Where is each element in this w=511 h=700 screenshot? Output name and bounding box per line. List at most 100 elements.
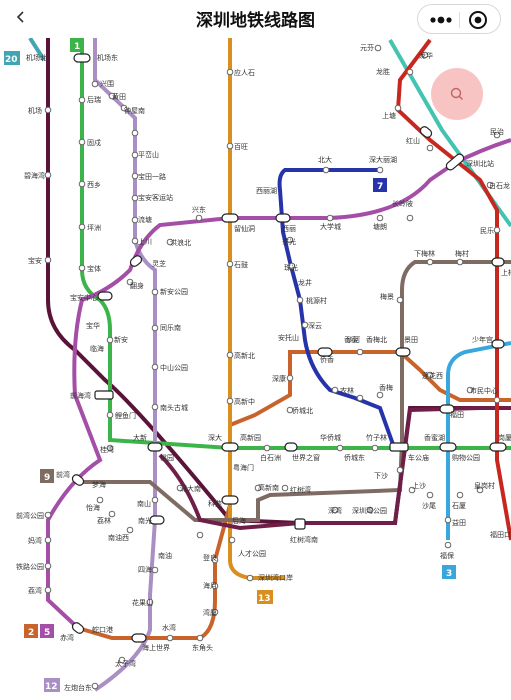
line-badge-label: 1 [74, 42, 80, 52]
top-bar: 深圳地铁线路图 [0, 0, 511, 38]
station-label: 深云 [308, 321, 322, 330]
station-label: 长岭陂 [392, 199, 413, 208]
station-label: 上川 [138, 237, 152, 246]
page-title: 深圳地铁线路图 [196, 11, 315, 31]
mini-program-capsule [417, 4, 501, 34]
line-11 [158, 406, 511, 531]
station-label: 香梅 [379, 383, 393, 392]
station-label: 机场北 [26, 53, 47, 62]
station-label: 红树湾 [290, 485, 311, 494]
station-label: 深圳湾公园 [352, 506, 387, 515]
station-label: 宝安中心 [70, 293, 98, 302]
station-label: 坪洲 [87, 224, 101, 232]
station-label: 深大 [208, 433, 222, 442]
station-label: 百旺 [234, 143, 248, 151]
station-label: 海月 [203, 581, 217, 590]
station-label: 梦海 [92, 480, 106, 489]
station-label: 华侨城 [320, 433, 341, 442]
station-label: 荔湾 [28, 586, 42, 595]
station-label: 机场 [28, 106, 42, 115]
station-label: 高新中 [234, 397, 255, 406]
station-label: 塘朗 [373, 222, 387, 231]
station-label: 龙胜 [376, 67, 390, 76]
station-label: 桃源村 [306, 296, 327, 305]
station-label: 妈湾 [28, 536, 42, 545]
station-label: 四海 [138, 565, 152, 574]
line-20 [28, 38, 46, 62]
station-label: 东角头 [192, 643, 213, 652]
station-label: 购物公园 [452, 453, 480, 462]
line-5 [46, 138, 511, 630]
station-label: 龙井 [298, 278, 312, 287]
station-label: 香蜜湖 [424, 433, 445, 442]
line-12 [93, 38, 157, 692]
station-label: 深大丽湖 [369, 155, 397, 164]
station-label: 西丽湖 [256, 186, 277, 195]
line-badges: 20 1 7 9 13 3 2 5 12 [4, 38, 456, 692]
station-label: 沙尾 [422, 502, 436, 510]
line-9 [75, 260, 511, 522]
station-label: 南油西 [108, 533, 129, 542]
station-label: 元芬 [360, 43, 374, 52]
station-label: 登良 [203, 553, 217, 562]
station-label: 同乐南 [160, 323, 181, 332]
station-label: 深圳北站 [466, 159, 494, 168]
station-label: 后瑞 [87, 95, 101, 104]
station-label: 赤湾 [60, 633, 74, 642]
station-label: 湾厦 [203, 608, 217, 617]
station-label: 前海湾 [70, 391, 91, 400]
station-label: 太子湾 [115, 659, 136, 668]
chevron-left-icon [16, 11, 24, 23]
station-label: 宝田一路 [138, 172, 166, 181]
station-label: 侨香 [320, 355, 334, 364]
station-label: 黄田 [112, 92, 126, 101]
search-button[interactable] [431, 68, 483, 120]
station-label: 兴东 [192, 205, 206, 214]
line-badge-label: 13 [258, 594, 271, 604]
station-label: 钟屋南 [124, 106, 145, 115]
station-label: 海上世界 [142, 643, 170, 652]
more-button[interactable] [428, 11, 454, 29]
line-badge-label: 20 [5, 55, 18, 65]
station-label: 蛇口港 [92, 625, 113, 634]
station-label: 上塘 [382, 111, 396, 120]
station-label: 石厦 [452, 502, 466, 510]
station-label: 南头古城 [160, 403, 188, 412]
station-label: 沙河 [346, 336, 360, 344]
station-label: 皇岗村 [474, 481, 495, 490]
station-label: 固戍 [87, 138, 101, 147]
station-label: 西丽 [282, 225, 296, 233]
metro-map[interactable]: 机场北 机场东 机场 兴围 后瑞 黄田 钟屋南 固戍 西乡 平峦山 宝田一路 宝… [0, 38, 511, 700]
line-badge-label: 2 [28, 628, 34, 638]
station-label: 白石洲 [260, 453, 281, 462]
station-label: 宝华 [86, 321, 100, 330]
station-label: 香蜜 [344, 335, 358, 344]
line-badge-label: 5 [44, 628, 50, 638]
line-badge-label: 7 [377, 182, 383, 192]
station-label: 铁路公园 [16, 562, 44, 571]
station-label: 岗厦北 [498, 434, 511, 442]
station-label: 平峦山 [138, 150, 159, 159]
station-label: 西乡 [87, 181, 101, 189]
line-13 [228, 38, 285, 580]
station-label: 竹子林 [366, 433, 387, 442]
interchanges [71, 53, 507, 643]
station-label: 新安公园 [160, 287, 188, 296]
station-label: 科苑 [208, 499, 222, 508]
close-mini-program-button[interactable] [468, 10, 488, 30]
station-label: 翻身 [130, 281, 144, 290]
station-label: 景田 [404, 336, 418, 344]
station-label: 珠光 [284, 263, 298, 272]
station-label: 深圳湾口岸 [258, 573, 293, 582]
station-label: 农林 [340, 386, 354, 395]
station-label: 下沙 [374, 472, 388, 480]
station-label: 留仙洞 [234, 224, 255, 233]
station-label: 高新北 [234, 351, 255, 360]
station-label: 世界之窗 [292, 453, 320, 462]
station-label: 白石龙 [489, 181, 510, 190]
station-label: 少年宫 [472, 335, 493, 344]
back-button[interactable] [8, 4, 34, 30]
station-label: 南山 [137, 499, 151, 508]
station-label: 后海 [232, 516, 246, 525]
line-3 [446, 341, 511, 540]
